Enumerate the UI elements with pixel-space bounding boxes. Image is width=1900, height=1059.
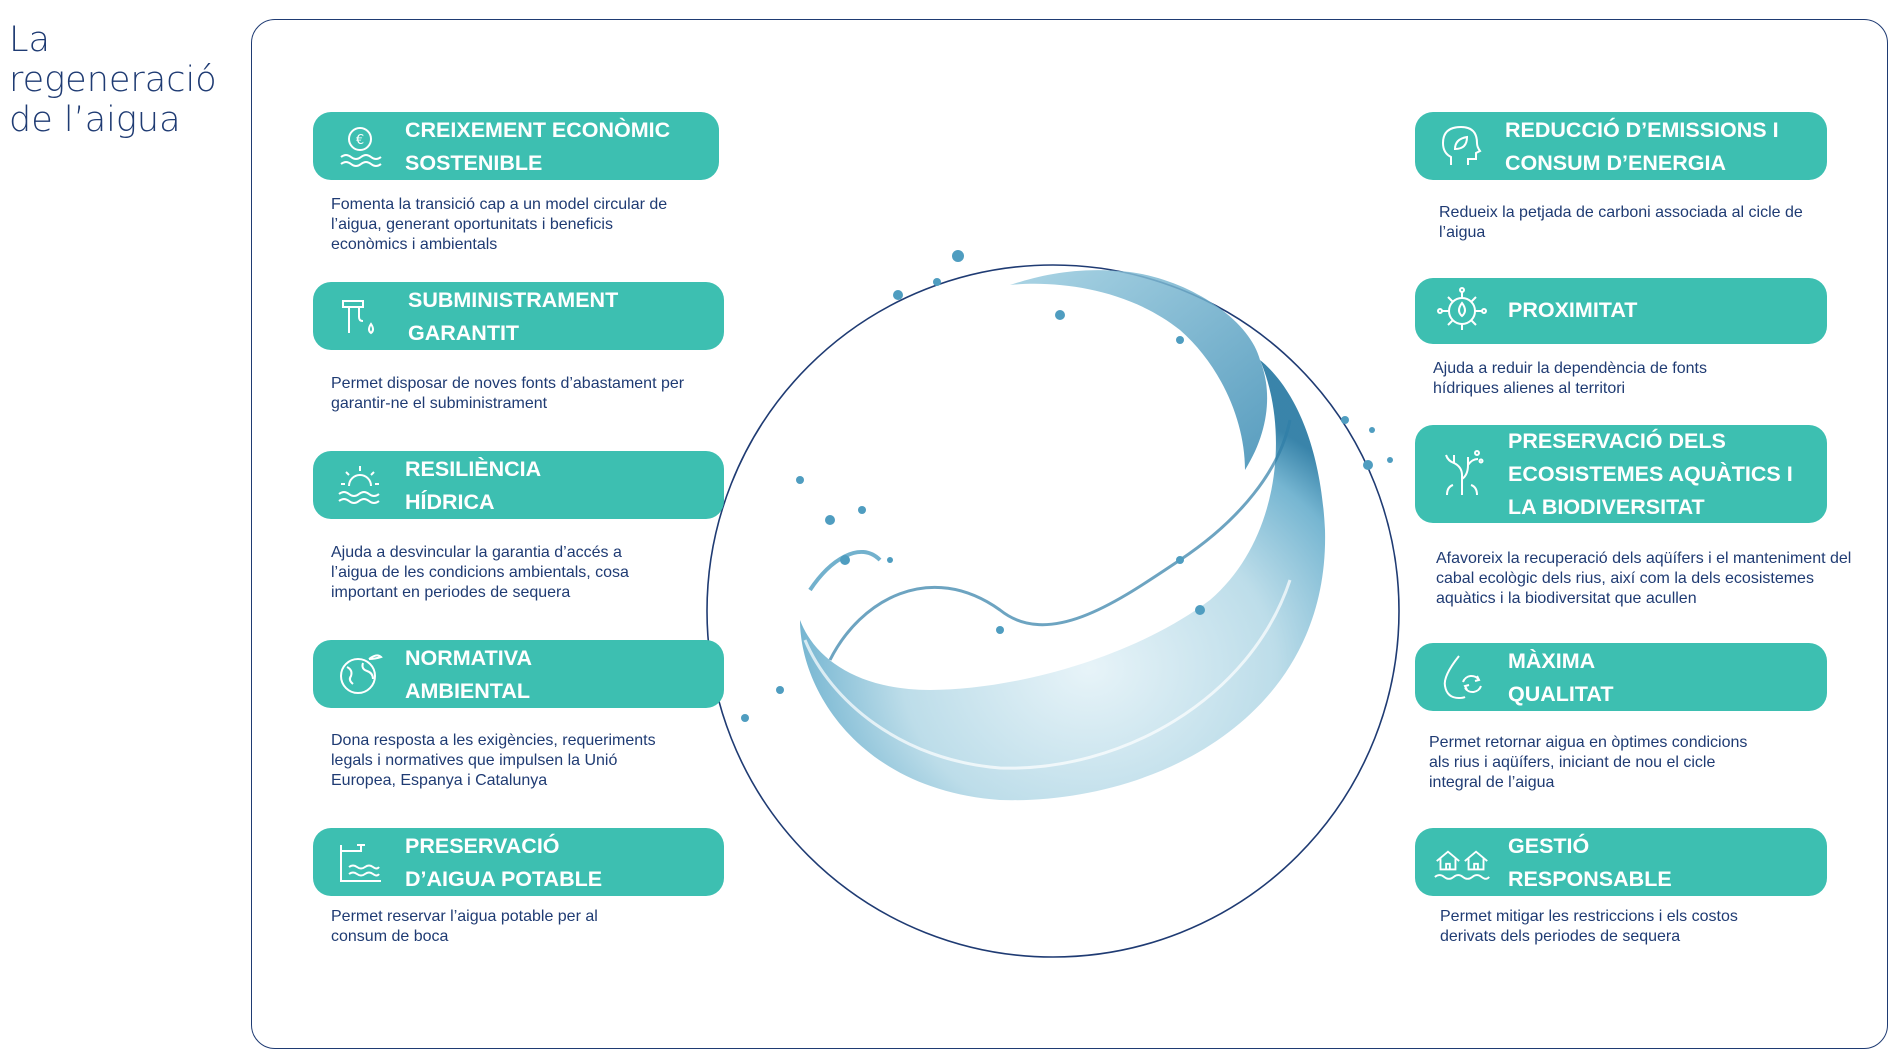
benefit-pill-normativa-ambiental: NORMATIVA AMBIENTAL [313, 640, 724, 708]
benefit-description: Fomenta la transició cap a un model circ… [331, 196, 668, 253]
benefit-title: MÀXIMA QUALITAT [1508, 649, 1614, 706]
benefit-title: PROXIMITAT [1508, 298, 1638, 322]
drop-recycle-icon [1433, 648, 1491, 706]
benefit-pill-preservacio-ecosistemes: PRESERVACIÓ DELS ECOSISTEMES AQUÀTICS I … [1415, 425, 1827, 523]
benefit-title: CREIXEMENT ECONÒMIC SOSTENIBLE [405, 118, 671, 175]
benefit-description: Ajuda a desvincular la garantia d’accés … [331, 544, 629, 601]
benefit-title: RESILIÈNCIA HÍDRICA [405, 457, 541, 514]
benefit-description: Dona resposta a les exigències, requerim… [331, 732, 656, 789]
sun-waves-icon [331, 456, 389, 514]
euro-waves-icon: € [331, 117, 389, 175]
pipe-water-icon [331, 833, 389, 891]
benefit-title: REDUCCIÓ D’EMISSIONS I CONSUM D’ENERGIA [1505, 118, 1779, 175]
benefit-pill-subministrament-garantit: SUBMINISTRAMENT GARANTIT [313, 282, 724, 350]
benefit-description: Redueix la petjada de carboni associada … [1439, 204, 1803, 241]
benefit-title: SUBMINISTRAMENT GARANTIT [408, 288, 619, 345]
benefit-pill-proximitat: PROXIMITAT [1415, 278, 1827, 344]
benefit-title: PRESERVACIÓ D’AIGUA POTABLE [405, 834, 603, 891]
head-leaf-icon [1433, 117, 1491, 175]
benefit-title: PRESERVACIÓ DELS ECOSISTEMES AQUÀTICS I … [1508, 429, 1793, 519]
benefit-description: Permet reservar l’aigua potable per al c… [331, 908, 598, 945]
content-frame [251, 19, 1888, 1049]
benefit-pill-resiliencia-hidrica: RESILIÈNCIA HÍDRICA [313, 451, 724, 519]
page-title: La regeneració de l’aigua [9, 20, 217, 140]
benefit-title: NORMATIVA AMBIENTAL [405, 646, 532, 703]
coral-icon [1433, 445, 1491, 503]
guide-circle [706, 264, 1400, 958]
benefit-pill-creixement-economic: € CREIXEMENT ECONÒMIC SOSTENIBLE [313, 112, 719, 180]
benefit-description: Afavoreix la recuperació dels aqüífers i… [1436, 550, 1852, 607]
globe-leaf-icon [331, 645, 389, 703]
benefit-pill-gestio-responsable: GESTIÓ RESPONSABLE [1415, 828, 1827, 896]
svg-text:€: € [356, 133, 364, 148]
benefit-pill-reduccio-emissions: REDUCCIÓ D’EMISSIONS I CONSUM D’ENERGIA [1415, 112, 1827, 180]
benefit-description: Permet mitigar les restriccions i els co… [1440, 908, 1738, 945]
benefit-pill-maxima-qualitat: MÀXIMA QUALITAT [1415, 643, 1827, 711]
tap-icon [331, 287, 389, 345]
drop-network-icon [1433, 282, 1491, 340]
benefit-pill-preservacio-aigua-potable: PRESERVACIÓ D’AIGUA POTABLE [313, 828, 724, 896]
benefit-description: Ajuda a reduir la dependència de fonts h… [1433, 360, 1707, 397]
water-splash-illustration [741, 250, 1393, 801]
benefit-description: Permet retornar aigua en òptimes condici… [1429, 734, 1748, 791]
houses-water-icon [1433, 833, 1491, 891]
benefit-description: Permet disposar de noves fonts d’abastam… [331, 375, 685, 412]
benefit-title: GESTIÓ RESPONSABLE [1508, 834, 1672, 891]
